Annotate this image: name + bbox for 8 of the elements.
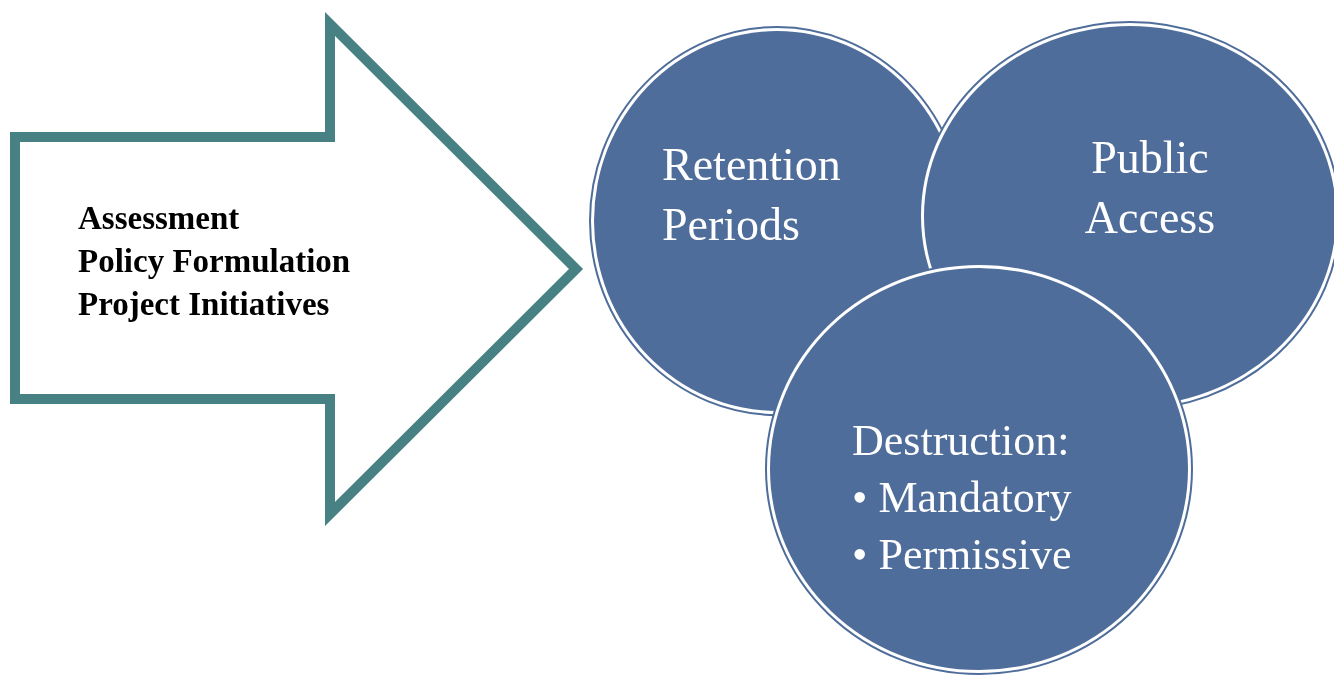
node-text: Destruction: xyxy=(852,415,1070,467)
node-text: Public Access xyxy=(1083,131,1217,245)
node-text: Project Initiatives xyxy=(78,284,330,324)
node-text: Policy Formulation xyxy=(78,241,351,281)
node-text: • Permissive xyxy=(852,529,1072,582)
node-text: • Mandatory xyxy=(852,472,1072,525)
node-text: Assessment xyxy=(78,199,240,238)
node-text: Retention Periods xyxy=(662,138,842,252)
